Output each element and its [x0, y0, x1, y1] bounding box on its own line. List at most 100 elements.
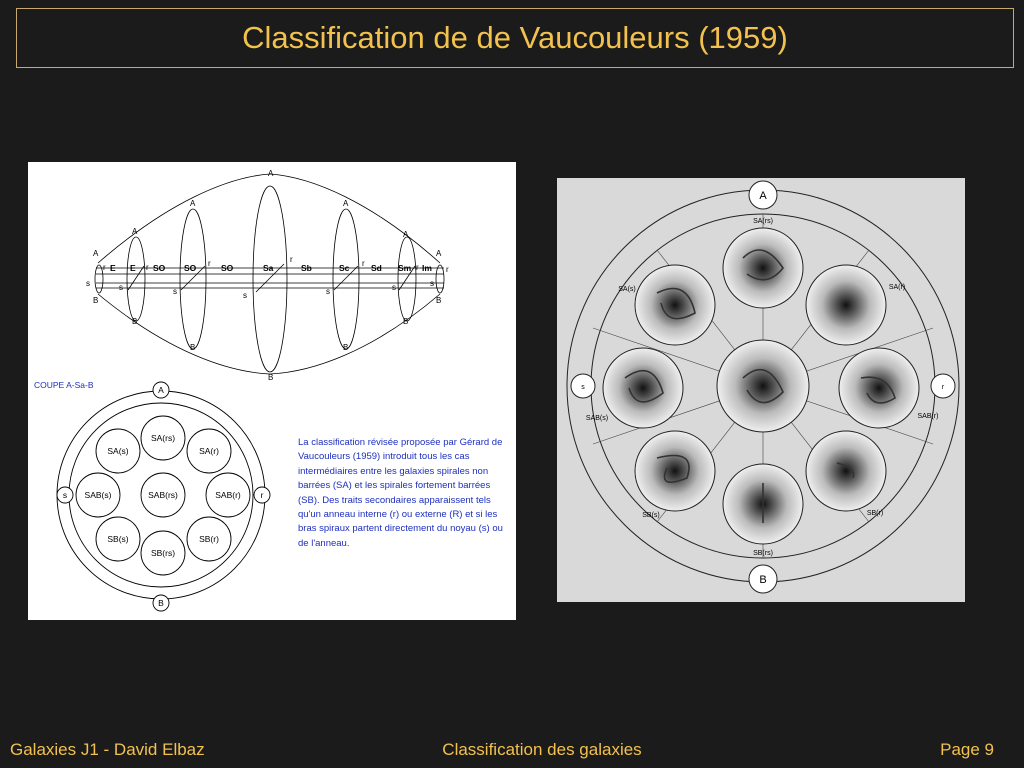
- classification-caption: La classification révisée proposée par G…: [298, 437, 503, 549]
- axis-label-a: A: [93, 249, 99, 258]
- axis-label-s: s: [119, 283, 123, 292]
- seq-e: E: [130, 263, 136, 273]
- marker-label-b: B: [759, 574, 766, 586]
- cell-label: SAB(s): [586, 415, 608, 422]
- axis-label-s: s: [86, 279, 90, 288]
- ellipse-sa: [252, 185, 288, 373]
- axis-label-r: r: [103, 263, 106, 272]
- footer-page-number: Page 9: [940, 740, 994, 759]
- section-label-r: r: [261, 490, 264, 500]
- marker-label-a: A: [759, 190, 767, 202]
- axis-label-a: A: [268, 169, 274, 178]
- galaxy-cell-sa-s: [634, 264, 716, 346]
- section-cell-label: SB(s): [107, 534, 128, 544]
- galaxy-cell-sab-s: [602, 347, 684, 429]
- ellipse-so: [179, 208, 207, 350]
- cell-label: SA(r): [889, 284, 905, 291]
- galaxy-cells-diagram: A B s r SA(rs) SA(s) SA(r) SAB(s) SAB(r)…: [566, 180, 960, 594]
- title-frame: Classification de de Vaucouleurs (1959): [16, 8, 1014, 68]
- section-title: COUPE A-Sa-B: [34, 380, 94, 390]
- galaxy-cell-sab-rs: [716, 339, 810, 433]
- seq-e: E: [110, 263, 116, 273]
- seq-so: SO: [221, 263, 234, 273]
- slide-title: Classification de de Vaucouleurs (1959): [242, 20, 788, 55]
- section-cell-label: SA(rs): [151, 433, 175, 443]
- axis-label-a: A: [190, 199, 196, 208]
- axis-label-s: s: [392, 283, 396, 292]
- right-galaxy-photo-diagram: A B s r SA(rs) SA(s) SA(r) SAB(s) SAB(r)…: [557, 178, 965, 602]
- ellipse-sm: [397, 236, 417, 322]
- footer-author: Galaxies J1 - David Elbaz: [10, 740, 205, 759]
- galaxy-cell-sb-s: [634, 430, 716, 512]
- section-cell-sab-s: [75, 472, 121, 518]
- axis-label-b: B: [436, 296, 441, 305]
- galaxy-cell-sb-r: [805, 430, 887, 512]
- envelope-bottom: [97, 293, 441, 375]
- envelope-top: [97, 173, 441, 264]
- cell-label: SA(rs): [753, 218, 773, 225]
- seq-sb: Sb: [301, 263, 312, 273]
- footer-section: Classification des galaxies: [442, 740, 642, 759]
- seq-sc: Sc: [339, 263, 350, 273]
- axis-label-s: s: [243, 291, 247, 300]
- section-marker-b: [152, 594, 170, 612]
- section-marker-s: [56, 486, 74, 504]
- seq-im: Im: [422, 263, 432, 273]
- axis-label-a: A: [132, 227, 138, 236]
- section-cell-sab-rs: [140, 472, 186, 518]
- classification-volume-diagram: A A A A A A A B B B B B B B r r r r r r …: [34, 169, 449, 612]
- cell-label: SB(s): [642, 512, 660, 519]
- axis-label-a: A: [436, 249, 442, 258]
- section-cell-label: SAB(rs): [148, 490, 178, 500]
- seq-so: SO: [184, 263, 197, 273]
- ellipse-e2: [126, 236, 146, 322]
- section-label-a: A: [158, 385, 164, 395]
- section-cell-sa-rs: [140, 415, 186, 461]
- section-cell-sa-s: [95, 428, 141, 474]
- axis-label-s: s: [173, 287, 177, 296]
- section-cell-label: SB(rs): [151, 548, 175, 558]
- section-cell-label: SB(r): [199, 534, 219, 544]
- section-cell-label: SA(r): [199, 446, 219, 456]
- axis-label-a: A: [343, 199, 349, 208]
- axis-label-s: s: [430, 279, 434, 288]
- axis-label-a: A: [403, 230, 409, 239]
- seq-sm: Sm: [398, 263, 412, 273]
- marker-label-s: s: [581, 384, 585, 391]
- axis-label-r: r: [208, 259, 211, 268]
- marker-s: [570, 373, 596, 399]
- galaxy-cell-sab-r: [838, 347, 920, 429]
- section-cell-sab-r: [205, 472, 251, 518]
- marker-r: [930, 373, 956, 399]
- cell-label: SB(r): [867, 510, 883, 517]
- axis-label-b: B: [93, 296, 98, 305]
- cell-label: SA(s): [618, 286, 636, 293]
- section-marker-a: [152, 381, 170, 399]
- section-label-s: s: [63, 490, 67, 500]
- axis-label-b: B: [343, 343, 348, 352]
- marker-a: [748, 180, 778, 210]
- axis-label-b: B: [132, 317, 137, 326]
- marker-label-r: r: [942, 384, 945, 391]
- seq-sd: Sd: [371, 263, 382, 273]
- ellipse-sc: [332, 208, 360, 350]
- galaxy-cell-sa-r: [805, 264, 887, 346]
- axis-label-b: B: [268, 373, 273, 382]
- left-classification-figure: A A A A A A A B B B B B B B r r r r r r …: [28, 162, 516, 620]
- ellipse-im: [435, 264, 445, 294]
- axis-label-b: B: [403, 317, 408, 326]
- section-label-b: B: [158, 598, 164, 608]
- footer: Galaxies J1 - David Elbaz Classification…: [0, 740, 1024, 764]
- cell-label: SB(rs): [753, 550, 773, 557]
- axis-label-r: r: [362, 259, 365, 268]
- axis-label-r: r: [446, 265, 449, 274]
- section-cell-sa-r: [186, 428, 232, 474]
- section-marker-r: [253, 486, 271, 504]
- section-cell-label: SA(s): [107, 446, 128, 456]
- section-cell-sb-rs: [140, 530, 186, 576]
- marker-b: [748, 564, 778, 594]
- cell-label: SAB(r): [918, 413, 939, 420]
- ellipse-e1: [94, 264, 104, 294]
- seq-sa: Sa: [263, 263, 274, 273]
- section-cell-sb-r: [186, 516, 232, 562]
